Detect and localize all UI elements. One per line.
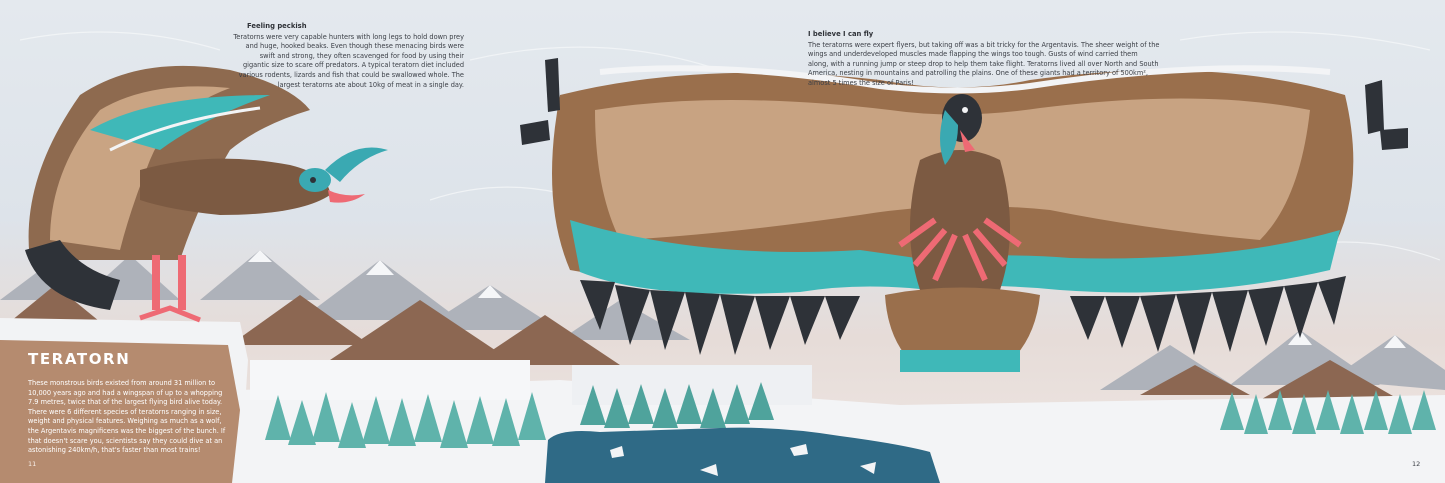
feeling-peckish-section: Feeling peckish Teratorns were very capa… [232, 22, 464, 90]
forest-right [1220, 390, 1436, 434]
teratorn-intro-text: These monstrous birds existed from aroun… [28, 379, 226, 455]
page-number-left: 11 [28, 460, 37, 468]
snow-plain [240, 380, 1445, 483]
teratorn-title: TERATORN [28, 350, 131, 368]
perched-teratorn [25, 65, 388, 323]
feeling-peckish-heading: Feeling peckish [247, 22, 307, 30]
ice-chunks [610, 444, 876, 476]
forest-left [265, 392, 546, 448]
snow-ridge-1 [250, 360, 530, 400]
distant-mountains [0, 250, 1445, 390]
sidebar-panel [0, 340, 240, 483]
i-believe-i-can-fly-body: The teratorns were expert flyers, but ta… [808, 40, 1160, 87]
page-number-right: 12 [1412, 460, 1421, 468]
feeling-peckish-body: Teratorns were very capable hunters with… [233, 32, 464, 89]
flying-teratorn [520, 58, 1408, 372]
i-believe-i-can-fly-section: I believe I can fly The teratorns were e… [808, 30, 1160, 89]
body [910, 150, 1010, 298]
forest-middle [580, 382, 774, 428]
frozen-lake [545, 427, 940, 483]
dark-flight-feathers [520, 58, 1408, 355]
brown-mountains [0, 285, 1400, 400]
i-believe-i-can-fly-heading: I believe I can fly [808, 30, 874, 38]
tail [885, 287, 1040, 370]
